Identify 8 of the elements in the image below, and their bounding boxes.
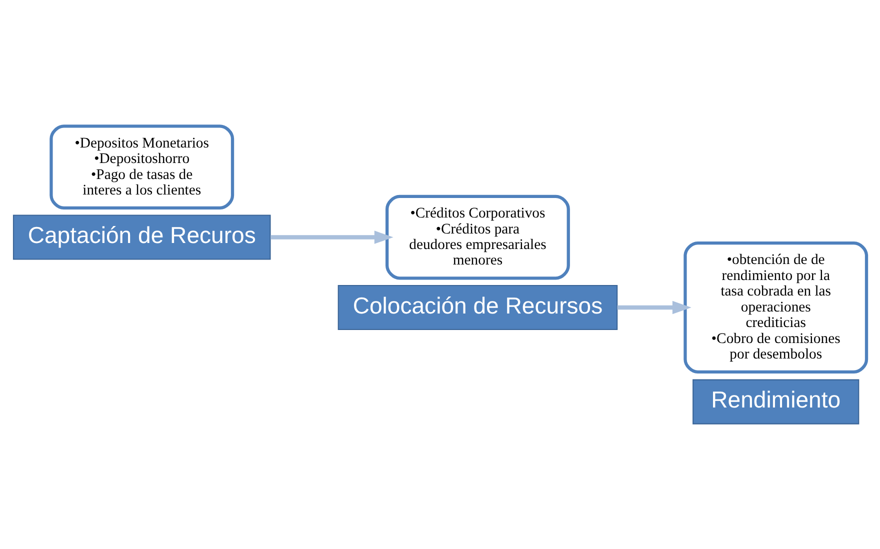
arrow bbox=[617, 300, 692, 314]
node-box: •Créditos Corporativos •Créditos para deudores empresariales menores bbox=[386, 194, 570, 280]
node-box: •obtención de de rendimiento por la tasa cobrada en las operaciones crediticias •Cobro de comisiones por desembolos bbox=[684, 240, 868, 373]
node-box: Rendimiento bbox=[692, 378, 860, 424]
node-box: •Depositos Monetarios •Depositoshorro •Pago de tasas de interes a los clientes bbox=[50, 124, 234, 209]
node-box: Colocación de Recursos bbox=[338, 284, 618, 330]
arrow bbox=[270, 230, 394, 244]
node-box: Captación de Recuros bbox=[12, 214, 271, 260]
